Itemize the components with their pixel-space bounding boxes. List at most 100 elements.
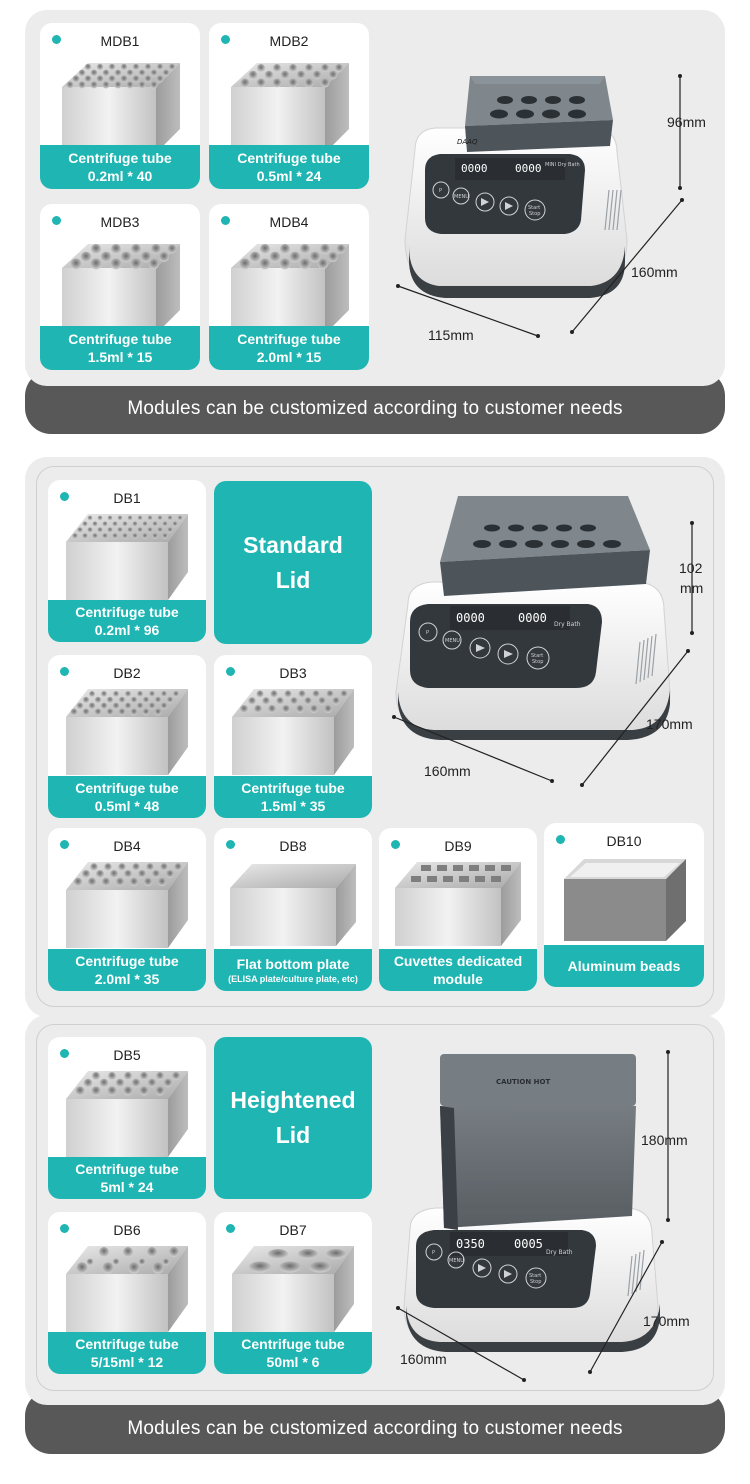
lid-label-line-2: Lid: [275, 1122, 311, 1148]
caption-line-1: Centrifuge tube: [75, 780, 179, 796]
dim-depth-label: 160mm: [631, 264, 678, 280]
dim-width-label: 160mm: [400, 1351, 447, 1367]
module-card-db8[interactable]: DB8 Flat bottom plate (ELISA plate/cultu…: [214, 828, 372, 991]
caption-line-1: Centrifuge tube: [68, 331, 172, 347]
module-caption: Cuvettes dedicated module: [379, 949, 537, 991]
section3-footer-text: Modules can be customized according to c…: [127, 1418, 623, 1439]
dim-height-label-line-1: 102: [679, 560, 703, 576]
module-name: DB10: [606, 833, 642, 849]
device2-p-button[interactable]: P: [426, 630, 429, 636]
module-name: DB3: [279, 665, 307, 681]
dry-bath-device-heightened-lid: CAUTION HOT 0350 0005 Dry Bath P MENU St…: [403, 1054, 660, 1352]
caption-line-1: Cuvettes dedicated: [393, 953, 523, 969]
module-caption: Centrifuge tube 5/15ml * 12: [48, 1332, 206, 1374]
module-card-db4[interactable]: DB4 Centrifuge tube 2.0ml * 35: [48, 828, 206, 991]
device1-stop-label: Stop: [529, 211, 540, 217]
bullet-dot: [226, 840, 235, 849]
module-card-db10[interactable]: DB10 Aluminum beads: [544, 823, 704, 987]
module-caption: Centrifuge tube 0.5ml * 48: [48, 776, 206, 818]
module-block-image: [66, 514, 188, 600]
caption-line-2: 2.0ml * 15: [256, 349, 322, 365]
right-arrow-icon[interactable]: [504, 650, 513, 658]
caption-line-1: Flat bottom plate: [236, 956, 350, 972]
caption-line-2: 2.0ml * 35: [94, 971, 160, 987]
caption-line-2: 1.5ml * 35: [260, 798, 326, 814]
module-card-db9[interactable]: DB9 Cuvettes dedicated module: [379, 828, 537, 991]
module-caption: Aluminum beads: [544, 945, 704, 987]
lid-label-line-1: Standard: [243, 531, 343, 558]
caption-line-1: Aluminum beads: [567, 958, 681, 974]
device2-menu-button[interactable]: MENU: [445, 638, 460, 644]
left-arrow-icon[interactable]: [481, 198, 489, 206]
module-block-image: [66, 1246, 188, 1332]
device2-start-label[interactable]: Start: [531, 653, 543, 659]
caption-line-1: Centrifuge tube: [241, 780, 345, 796]
caution-hot-label: CAUTION HOT: [496, 1078, 550, 1086]
module-card-db1[interactable]: DB1 Centrifuge tube 0.2ml * 96: [48, 480, 206, 642]
section2-dimension-lines: [392, 521, 694, 787]
left-arrow-icon[interactable]: [478, 1264, 486, 1272]
right-arrow-icon[interactable]: [505, 202, 513, 210]
module-block-image: [66, 689, 188, 775]
bullet-dot: [60, 840, 69, 849]
module-block-image: [231, 244, 349, 334]
caption-line-2: 0.5ml * 48: [94, 798, 160, 814]
module-caption: Centrifuge tube 2.0ml * 15: [209, 326, 369, 370]
bullet-dot: [226, 667, 235, 676]
device2-display-bottom: 0000: [518, 611, 547, 625]
module-card-db6[interactable]: DB6 Centrifuge tube 5/15ml * 12: [48, 1212, 206, 1374]
caption-line-1: Centrifuge tube: [75, 1161, 179, 1177]
device2-display-top: 0000: [456, 611, 485, 625]
device3-start-label[interactable]: Start: [529, 1273, 541, 1279]
caption-line-2: 50ml * 6: [266, 1354, 320, 1370]
section3-dimension-lines: [396, 1050, 670, 1382]
module-card-mdb1[interactable]: MDB1 Centrifuge tube 0.2ml * 40: [40, 23, 200, 189]
module-name: DB4: [113, 838, 141, 854]
device1-model-label: MINI Dry Bath: [545, 162, 580, 168]
module-block-image: [232, 689, 354, 775]
dim-height-label: 180mm: [641, 1132, 688, 1148]
module-name: DB8: [279, 838, 307, 854]
module-caption: Centrifuge tube 1.5ml * 15: [40, 326, 200, 370]
bullet-dot: [221, 35, 230, 44]
module-name: DB9: [444, 838, 472, 854]
module-name: DB5: [113, 1047, 141, 1063]
device1-brand-logo: DAAQ: [457, 138, 478, 146]
caption-line-2: 0.5ml * 24: [256, 168, 322, 184]
caption-line-1: Centrifuge tube: [75, 1336, 179, 1352]
dry-bath-device-standard-lid: 0000 0000 Dry Bath P MENU Start Stop: [395, 496, 671, 740]
module-block-image: [564, 859, 686, 941]
module-card-mdb3[interactable]: MDB3 Centrifuge tube 1.5ml * 15: [40, 204, 200, 370]
dim-width-label: 160mm: [424, 763, 471, 779]
left-arrow-icon[interactable]: [476, 644, 485, 652]
module-card-db3[interactable]: DB3 Centrifuge tube 1.5ml * 35: [214, 655, 372, 818]
module-card-db2[interactable]: DB2 Centrifuge tube 0.5ml * 48: [48, 655, 206, 818]
bullet-dot: [226, 1224, 235, 1233]
device1-start-label[interactable]: Start: [528, 205, 540, 211]
heightened-lid-label: Heightened Lid: [214, 1037, 372, 1199]
module-card-db7[interactable]: DB7 Centrifuge tube 50ml * 6: [214, 1212, 372, 1374]
device1-p-button[interactable]: P: [439, 188, 442, 194]
module-caption: Centrifuge tube 2.0ml * 35: [48, 949, 206, 991]
module-name: DB1: [113, 490, 141, 506]
dim-height-label: 96mm: [667, 114, 706, 130]
right-arrow-icon[interactable]: [504, 1270, 512, 1278]
bullet-dot: [391, 840, 400, 849]
module-card-mdb4[interactable]: MDB4 Centrifuge tube 2.0ml * 15: [209, 204, 369, 370]
device1-menu-button[interactable]: MENU: [454, 194, 469, 200]
device3-p-button[interactable]: P: [432, 1250, 435, 1256]
dim-depth-label: 170mm: [646, 716, 693, 732]
module-block-image: [231, 63, 349, 153]
caption-line-1: Centrifuge tube: [237, 331, 341, 347]
caption-line-1: Centrifuge tube: [75, 953, 179, 969]
device2-model-label: Dry Bath: [554, 621, 581, 628]
caption-line-1: Centrifuge tube: [241, 1336, 345, 1352]
module-caption: Centrifuge tube 0.2ml * 96: [48, 600, 206, 642]
module-card-mdb2[interactable]: MDB2 Centrifuge tube 0.5ml * 24: [209, 23, 369, 189]
caption-line-1: Centrifuge tube: [68, 150, 172, 166]
device1-display-bottom: 0000: [515, 162, 542, 175]
module-card-db5[interactable]: DB5 Centrifuge tube 5ml * 24: [48, 1037, 206, 1199]
module-name: DB6: [113, 1222, 141, 1238]
device3-menu-button[interactable]: MENU: [449, 1258, 464, 1264]
caption-line-2: 0.2ml * 40: [87, 168, 153, 184]
